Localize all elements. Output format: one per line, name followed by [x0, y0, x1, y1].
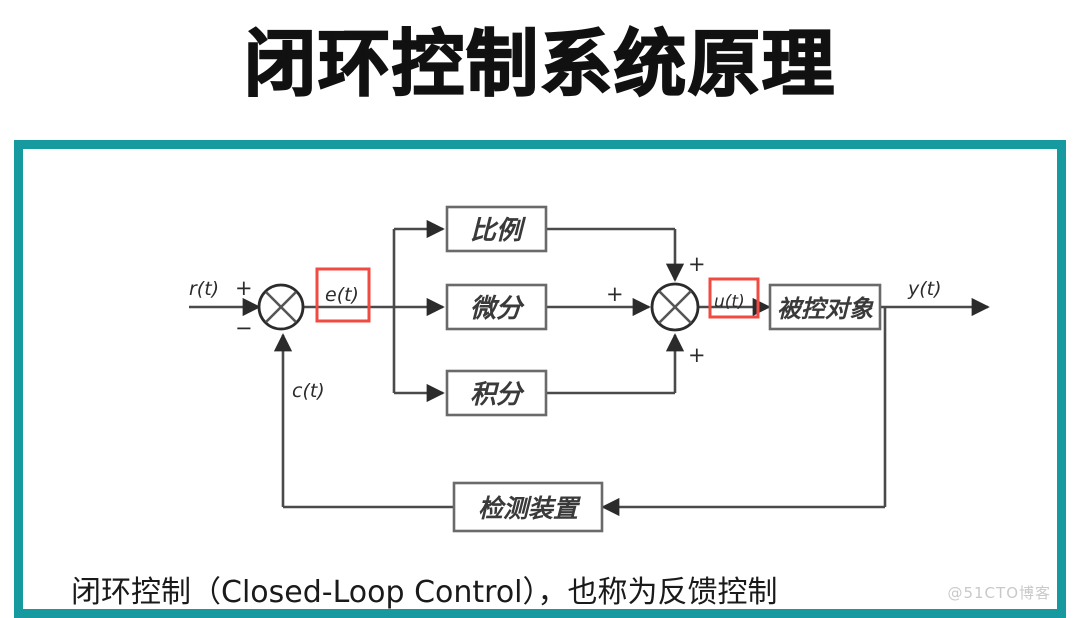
page-title: 闭环控制系统原理 — [243, 22, 836, 106]
block-plant[interactable]: 被控对象 — [768, 283, 882, 331]
block-label-integral: 积分 — [470, 380, 525, 410]
sign-label-sum1-minus: − — [235, 316, 253, 340]
page-title-bar: 闭环控制系统原理 — [0, 0, 1080, 128]
sign-label-sum2-top-plus: + — [688, 252, 706, 276]
signal-label-control: u(t) — [714, 292, 745, 312]
sum-junction-error — [257, 283, 305, 331]
diagram-panel: 比例 微分 积分 被控对象 检测装置 — [14, 140, 1066, 618]
closed-loop-block-diagram: 比例 微分 积分 被控对象 检测装置 — [189, 205, 990, 533]
caption-text: 闭环控制（Closed-Loop Control），也称为反馈控制 — [71, 575, 778, 610]
block-derivative[interactable]: 微分 — [445, 283, 548, 331]
signal-label-error: e(t) — [325, 284, 359, 306]
signal-label-input: r(t) — [189, 278, 219, 300]
block-integral[interactable]: 积分 — [445, 369, 548, 417]
block-label-plant: 被控对象 — [777, 295, 874, 323]
signal-label-feedback: c(t) — [292, 380, 325, 402]
block-sensor[interactable]: 检测装置 — [452, 481, 604, 533]
caption-row: 闭环控制（Closed-Loop Control），也称为反馈控制 — [71, 561, 1051, 617]
sign-label-sum2-bot-plus: + — [688, 343, 706, 367]
sign-label-sum1-plus: + — [235, 276, 253, 300]
block-label-derivative: 微分 — [470, 294, 525, 324]
block-label-proportional: 比例 — [470, 216, 527, 246]
signal-label-output: y(t) — [907, 278, 942, 300]
sign-label-sum2-mid-plus: + — [606, 282, 624, 306]
block-label-sensor: 检测装置 — [478, 494, 581, 523]
sum-junction-control — [650, 282, 700, 332]
highlight-box-error-signal — [315, 267, 371, 323]
diagram-panel-inner: 比例 微分 积分 被控对象 检测装置 — [23, 149, 1057, 610]
highlight-box-control-signal — [708, 277, 760, 319]
block-proportional[interactable]: 比例 — [445, 205, 548, 253]
